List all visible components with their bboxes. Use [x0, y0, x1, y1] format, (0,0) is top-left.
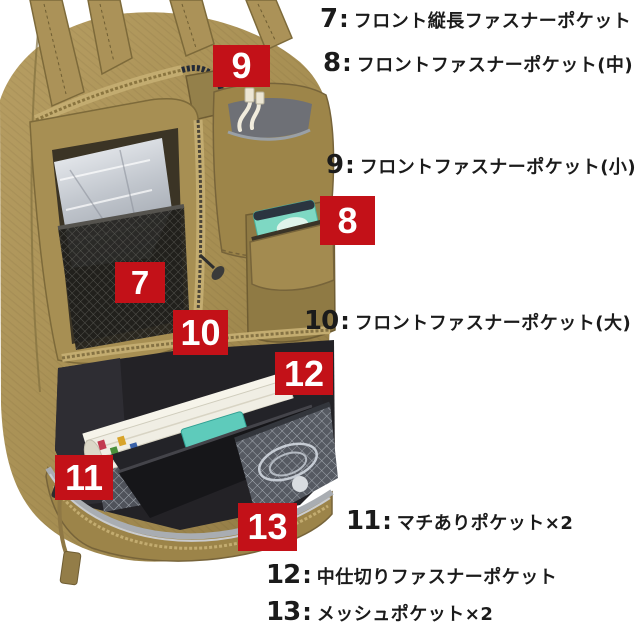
label-colon: :	[339, 5, 349, 33]
marker-badge-13: 13	[238, 503, 297, 551]
marker-badge-7: 7	[115, 262, 165, 303]
label-colon: :	[302, 561, 312, 589]
label-number: 11	[346, 506, 381, 536]
marker-number: 10	[180, 311, 221, 353]
label-pocket-9: 9 : フロントファスナーポケット(小)	[326, 150, 636, 180]
label-pocket-8: 8 : フロントファスナーポケット(中)	[323, 48, 633, 78]
label-text: フロント縦長ファスナーポケット	[353, 11, 632, 32]
marker-number: 8	[337, 199, 358, 241]
label-number: 10	[304, 306, 339, 336]
label-number: 7	[320, 4, 338, 34]
label-pocket-12: 12 : 中仕切りファスナーポケット	[266, 560, 557, 590]
label-colon: :	[342, 49, 352, 77]
label-colon: :	[345, 151, 355, 179]
label-colon: :	[382, 507, 392, 535]
label-text: 中仕切りファスナーポケット	[316, 567, 558, 588]
marker-number: 12	[283, 352, 325, 394]
marker-number: 7	[130, 264, 150, 301]
backpack-handles	[29, 0, 293, 108]
label-pocket-13: 13 : メッシュポケット×2	[266, 597, 493, 627]
pocket-8-medium	[245, 199, 336, 343]
label-text: メッシュポケット×2	[316, 604, 494, 625]
label-text: フロントファスナーポケット(大)	[354, 313, 632, 334]
label-number: 13	[266, 597, 301, 627]
label-pocket-11: 11 : マチありポケット×2	[346, 506, 573, 536]
marker-number: 9	[231, 45, 252, 86]
label-colon: :	[302, 598, 312, 626]
marker-badge-12: 12	[275, 352, 333, 395]
label-number: 9	[326, 150, 344, 180]
marker-badge-8: 8	[320, 196, 375, 245]
label-colon: :	[340, 307, 350, 335]
label-text: フロントファスナーポケット(小)	[359, 157, 637, 178]
label-text: フロントファスナーポケット(中)	[356, 55, 634, 76]
marker-number: 13	[247, 506, 288, 547]
marker-number: 11	[64, 456, 104, 498]
usb-cable	[237, 87, 265, 132]
marker-badge-11: 11	[55, 455, 113, 500]
label-pocket-10: 10 : フロントファスナーポケット(大)	[304, 306, 631, 336]
label-number: 12	[266, 560, 301, 590]
label-text: マチありポケット×2	[396, 513, 574, 534]
label-number: 8	[323, 48, 341, 78]
marker-badge-10: 10	[173, 310, 228, 355]
mesh-pocket-13	[234, 401, 338, 522]
marker-badge-9: 9	[213, 45, 270, 87]
label-pocket-7: 7 : フロント縦長ファスナーポケット	[320, 4, 631, 34]
